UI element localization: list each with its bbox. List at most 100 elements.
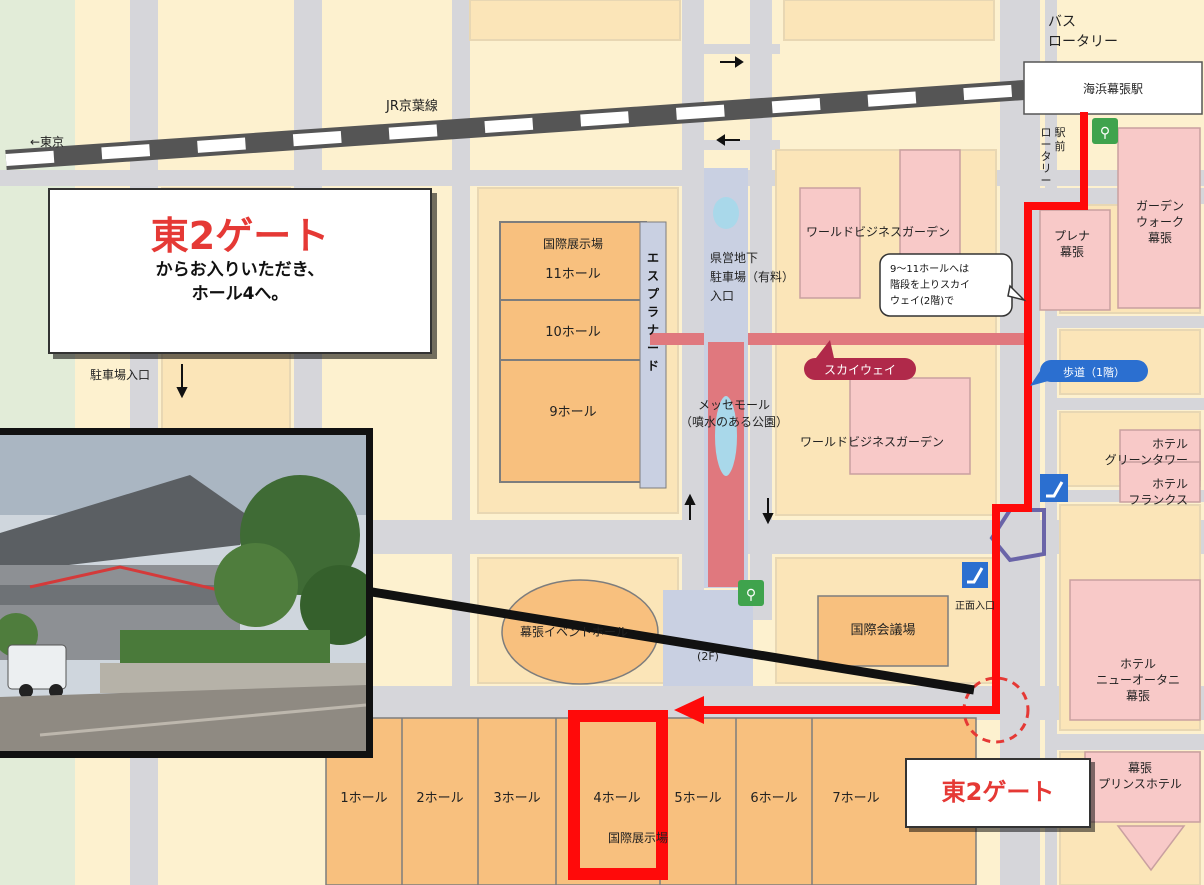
svg-text:ニューオータニ: ニューオータニ (1096, 673, 1180, 687)
wbg-north-label: ワールドビジネスガーデン (806, 224, 950, 239)
south-hall-labels: 1ホール 2ホール 3ホール 4ホール 5ホール 6ホール 7ホール (340, 791, 879, 806)
svg-text:スカイウェイ: スカイウェイ (824, 363, 896, 377)
walking-route (690, 112, 1088, 714)
skyway-note-bubble: 9〜11ホールへは 階段を上りスカイ ウェイ(2階)で (879, 253, 1027, 317)
north-exhibition-halls (499, 221, 667, 489)
svg-text:入口: 入口 (710, 289, 734, 303)
conference-label: 国際会議場 (850, 623, 915, 638)
svg-text:ラ: ラ (647, 305, 659, 319)
svg-text:ー: ー (1041, 138, 1052, 151)
svg-text:階段を上りスカイ: 階段を上りスカイ (890, 278, 970, 291)
messe-mall-label: メッセモール （噴水のある公園） (680, 398, 788, 429)
hall-2-label: 2ホール (416, 791, 463, 806)
messe-mall (704, 168, 748, 588)
hotel-new-otani-label: ホテル ニューオータニ 幕張 (1096, 657, 1180, 703)
world-business-garden (799, 149, 971, 475)
skyway-sign: スカイウェイ (804, 340, 916, 380)
bus-rotary-label-1: バス (1048, 14, 1076, 30)
ekimae-label: 駅 前 (1055, 126, 1066, 153)
gate-label-box: 東2ゲート (905, 758, 1091, 828)
entry-instruction-callout: 東2ゲート からお入りいただき、 ホール4へ。 (48, 188, 432, 354)
callout-line-1: からお入りいただき、 (155, 260, 325, 280)
hall-10-label: 10ホール (545, 325, 601, 340)
svg-text:ホテル: ホテル (1120, 657, 1156, 671)
svg-text:ロ: ロ (1041, 126, 1052, 139)
route-arrowhead (674, 696, 704, 724)
svg-text:幕張: 幕張 (1126, 689, 1150, 703)
svg-text:ド: ド (647, 359, 659, 373)
svg-text:プ: プ (647, 286, 660, 301)
hall-5-label: 5ホール (674, 791, 721, 806)
wbg-south-label: ワールドビジネスガーデン (800, 434, 944, 449)
svg-text:⚲: ⚲ (1100, 125, 1110, 141)
svg-text:幕張: 幕張 (1128, 761, 1152, 775)
svg-text:ウォーク: ウォーク (1136, 215, 1184, 229)
street-view-photo (0, 428, 373, 758)
south-halls-title: 国際展示場 (608, 831, 668, 845)
svg-text:⚲: ⚲ (746, 587, 756, 603)
callout-line-2: ホール4へ。 (191, 284, 289, 304)
escalator-icon (1040, 474, 1068, 502)
svg-text:幕張: 幕張 (1148, 231, 1172, 245)
esplanade-label: エ ス プ ラ ナ ー ド (647, 251, 660, 373)
svg-text:プリンスホテル: プリンスホテル (1098, 777, 1182, 791)
svg-text:エ: エ (647, 251, 659, 265)
svg-text:プレナ: プレナ (1054, 229, 1090, 243)
svg-text:メッセモール: メッセモール (698, 398, 770, 412)
hall-1-label: 1ホール (340, 791, 387, 806)
south-buildings (501, 579, 949, 686)
svg-text:駐車場（有料）: 駐車場（有料） (710, 269, 794, 284)
sidewalk-sign: 歩道（1階） (1030, 360, 1148, 386)
hall4-highlight (568, 710, 668, 880)
rotary-label: ロ ー タ リ ー (1041, 126, 1052, 187)
rail-line (5, 80, 1025, 170)
rail-line-label: JR京葉線 (385, 98, 438, 114)
station-label: 海浜幕張駅 (1083, 81, 1143, 96)
hall-6-label: 6ホール (750, 791, 797, 806)
parking-underground-label: 県営地下 駐車場（有料） 入口 (710, 251, 794, 303)
traffic-arrows (176, 56, 774, 525)
event-hall-label: 幕張イベントホール (520, 625, 628, 639)
svg-text:ー: ー (647, 341, 659, 355)
svg-text:ー: ー (1041, 174, 1052, 187)
svg-text:前: 前 (1055, 139, 1066, 153)
restroom-icon: ⚲ (1092, 118, 1118, 144)
svg-text:フランクス: フランクス (1128, 493, 1188, 507)
plena-label: プレナ 幕張 (1054, 229, 1090, 259)
svg-text:駅: 駅 (1055, 126, 1066, 139)
bus-rotary-label-2: ロータリー (1048, 34, 1118, 50)
svg-text:（噴水のある公園）: （噴水のある公園） (680, 415, 788, 429)
svg-text:ガーデン: ガーデン (1136, 198, 1184, 213)
gate-photo-illustration (0, 435, 366, 751)
gardenwalk-label: ガーデン ウォーク 幕張 (1136, 198, 1184, 245)
svg-text:ス: ス (647, 269, 659, 283)
hall-11-label: 11ホール (545, 267, 601, 282)
svg-text:グリーンタワー: グリーンタワー (1105, 453, 1188, 467)
front-entrance-label: 正面入口 (955, 601, 995, 612)
station-building (1023, 61, 1203, 115)
hall-7-label: 7ホール (832, 791, 879, 806)
floor-2f-label: (2F) (697, 650, 719, 663)
parking-entrance-label: 駐車場入口 (90, 367, 150, 382)
svg-text:ナ: ナ (647, 323, 659, 337)
callout-gate-title: 東2ゲート (150, 214, 330, 258)
escalator-icon (962, 562, 988, 588)
svg-text:ウェイ(2階)で: ウェイ(2階)で (890, 295, 954, 307)
hotel-prince-label: 幕張 プリンスホテル (1098, 761, 1182, 791)
to-tokyo-label: ←東京 (30, 135, 64, 149)
restroom-icon: ⚲ (738, 580, 764, 606)
svg-text:9〜11ホールへは: 9〜11ホールへは (890, 263, 969, 275)
hall-9-label: 9ホール (549, 405, 596, 420)
hall-4-label: 4ホール (593, 791, 640, 806)
svg-text:歩道（1階）: 歩道（1階） (1063, 365, 1125, 379)
hotel-buildings (1039, 127, 1201, 872)
svg-text:幕張: 幕張 (1060, 245, 1084, 259)
svg-text:ホテル: ホテル (1152, 437, 1188, 451)
hall-3-label: 3ホール (493, 791, 540, 806)
hotel-green-tower-label: ホテル グリーンタワー (1105, 437, 1188, 467)
south-exhibition-halls (325, 717, 977, 885)
photo-pointer-line (371, 587, 975, 695)
svg-text:県営地下: 県営地下 (710, 251, 758, 265)
